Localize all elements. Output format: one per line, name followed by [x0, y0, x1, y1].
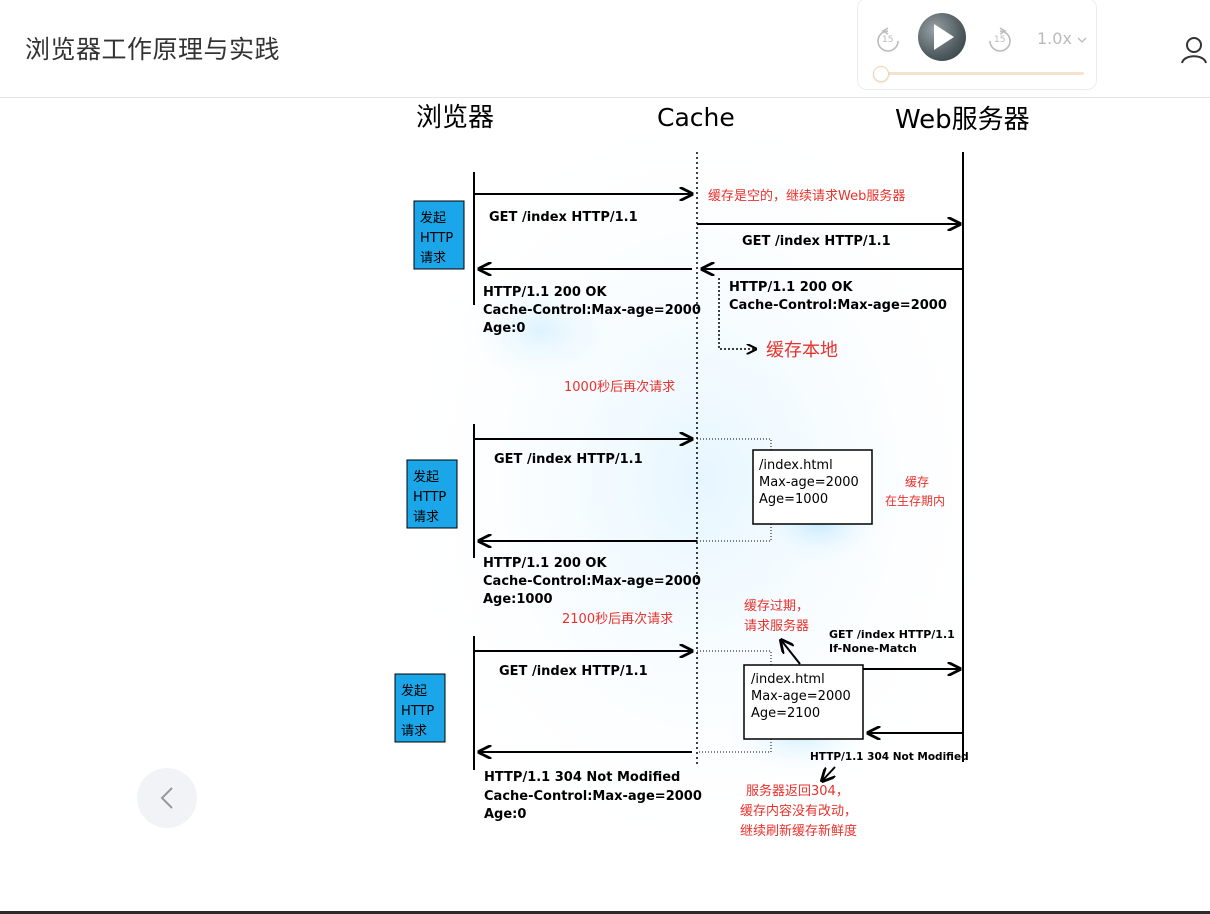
chevron-left-icon — [160, 787, 173, 809]
chevron-down-icon — [1077, 37, 1087, 43]
svg-text:发起: 发起 — [420, 210, 446, 226]
s3-request-label: GET /index HTTP/1.1 — [499, 664, 648, 679]
progress-handle[interactable] — [873, 66, 889, 82]
s3-note-line2: 缓存内容没有改动， — [740, 803, 857, 819]
s3-server-response-label: HTTP/1.1 304 Not Modified — [810, 751, 969, 763]
bottom-divider — [0, 911, 1210, 914]
s3-response-line1: HTTP/1.1 304 Not Modified — [484, 770, 680, 785]
s1-cache-empty-note: 缓存是空的，继续请求Web服务器 — [708, 188, 905, 204]
s1-server-response-line1: HTTP/1.1 200 OK — [729, 280, 853, 295]
user-button[interactable] — [1180, 36, 1208, 68]
s2-request-label: GET /index HTTP/1.1 — [494, 452, 643, 467]
s3-cache-age: Age=2100 — [751, 706, 820, 721]
s3-cache-entry-box — [743, 664, 864, 740]
s1-browser-response-line3: Age:0 — [483, 321, 525, 336]
play-icon — [934, 24, 954, 50]
s1-cache-local-label: 缓存本地 — [766, 340, 838, 361]
svg-text:请求: 请求 — [401, 724, 427, 739]
s3-note-arrow — [822, 766, 836, 781]
svg-text:发起: 发起 — [401, 683, 427, 699]
user-icon — [1181, 37, 1207, 64]
s2-note-line1: 缓存 — [905, 475, 929, 489]
s3-server-request-line1: GET /index HTTP/1.1 — [829, 628, 955, 641]
s1-server-response-line2: Cache-Control:Max-age=2000 — [729, 298, 947, 313]
send-request-box-3: 发起 HTTP 请求 — [394, 673, 446, 743]
s2-note-line2: 在生存期内 — [885, 494, 945, 508]
send-request-box-2: 发起 HTTP 请求 — [406, 459, 458, 529]
speed-value: 1.0x — [1037, 29, 1072, 48]
forward-icon — [989, 27, 1011, 52]
s3-cache-file: /index.html — [751, 672, 825, 687]
s2-later-note: 2100秒后再次请求 — [562, 611, 673, 627]
s2-cache-file: /index.html — [759, 458, 833, 473]
s2-cache-entry-box — [752, 449, 873, 525]
forward-15-button[interactable]: 15 — [984, 27, 1014, 53]
send-request-box-1: 发起 HTTP 请求 — [413, 200, 465, 270]
progress-track[interactable] — [873, 66, 1084, 82]
s1-request-label: GET /index HTTP/1.1 — [489, 210, 638, 225]
top-bar: 浏览器工作原理与实践 15 15 1.0x — [0, 0, 1210, 98]
svg-text:请求: 请求 — [420, 251, 446, 266]
svg-text:发起: 发起 — [413, 469, 439, 485]
rewind-seconds: 15 — [882, 35, 894, 45]
svg-text:HTTP: HTTP — [420, 231, 453, 246]
s2-response-line2: Cache-Control:Max-age=2000 — [483, 574, 701, 589]
col-cache: Cache — [657, 103, 735, 132]
rewind-icon — [877, 27, 899, 52]
svg-text:请求: 请求 — [413, 510, 439, 525]
s2-response-line3: Age:1000 — [483, 592, 553, 607]
play-button[interactable] — [918, 13, 966, 61]
s1-browser-response-line2: Cache-Control:Max-age=2000 — [483, 303, 701, 318]
s3-note-line3: 继续刷新缓存新鲜度 — [740, 823, 857, 839]
s3-server-request-line2: If-None-Match — [829, 642, 917, 655]
s3-cache-lookup — [697, 650, 772, 753]
s3-expired-line2: 请求服务器 — [744, 618, 809, 634]
svg-text:HTTP: HTTP — [401, 704, 434, 719]
forward-seconds: 15 — [994, 35, 1006, 45]
s3-response-line2: Cache-Control:Max-age=2000 — [484, 789, 702, 804]
rewind-15-button[interactable]: 15 — [872, 27, 902, 53]
s1-browser-response-line1: HTTP/1.1 200 OK — [483, 285, 607, 300]
s1-server-request-label: GET /index HTTP/1.1 — [742, 234, 891, 249]
speed-selector[interactable]: 1.0x — [1037, 29, 1087, 48]
s3-expired-line1: 缓存过期， — [744, 599, 809, 614]
s2-cache-maxage: Max-age=2000 — [759, 475, 859, 490]
col-server: Web服务器 — [895, 105, 1030, 135]
page-title: 浏览器工作原理与实践 — [25, 35, 281, 64]
s3-expired-arrow — [781, 640, 801, 665]
s2-response-line1: HTTP/1.1 200 OK — [483, 556, 607, 571]
svg-text:HTTP: HTTP — [413, 490, 446, 505]
previous-button[interactable] — [137, 768, 197, 828]
audio-player: 15 15 1.0x — [857, 0, 1097, 90]
s2-cache-age: Age=1000 — [759, 492, 828, 507]
s3-note-line1: 服务器返回304， — [746, 783, 849, 799]
s3-response-line3: Age:0 — [484, 807, 526, 822]
s2-cache-lookup — [697, 438, 772, 542]
s1-later-note: 1000秒后再次请求 — [564, 379, 675, 395]
col-browser: 浏览器 — [416, 103, 494, 133]
s3-cache-maxage: Max-age=2000 — [751, 689, 851, 704]
